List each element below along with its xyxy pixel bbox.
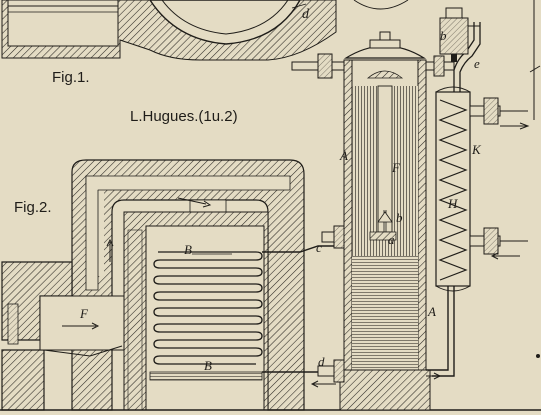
letter-H-coil: H <box>447 196 458 211</box>
credit-label: L.Hugues.(1u.2) <box>130 108 238 125</box>
letter-B-lower: B <box>204 358 212 373</box>
letter-a-inlet: a <box>388 232 395 247</box>
fig2-label: Fig.2. <box>14 199 52 216</box>
condenser <box>435 7 530 292</box>
furnace <box>0 159 541 411</box>
letter-A-tank: A <box>339 148 348 163</box>
letter-F-tube: F <box>391 160 401 175</box>
letter-A-pipe: A <box>427 304 436 319</box>
tank-a <box>291 31 455 411</box>
letter-b-valve: b <box>396 210 403 225</box>
fig1-label: Fig.1. <box>52 69 90 86</box>
letter-c-pipe: c <box>316 240 322 255</box>
letter-F-grate: F <box>79 306 89 321</box>
letter-B-upper: B <box>184 242 192 257</box>
letter-K-coil: K <box>471 142 482 157</box>
fig1-drawing <box>1 0 409 61</box>
right-edge-fragments <box>529 0 541 358</box>
letter-e-pipe: e <box>474 56 480 71</box>
letter-d-pipe: d <box>318 354 325 369</box>
letter-b-top: b <box>440 28 447 43</box>
letter-d-top: d <box>302 7 310 22</box>
